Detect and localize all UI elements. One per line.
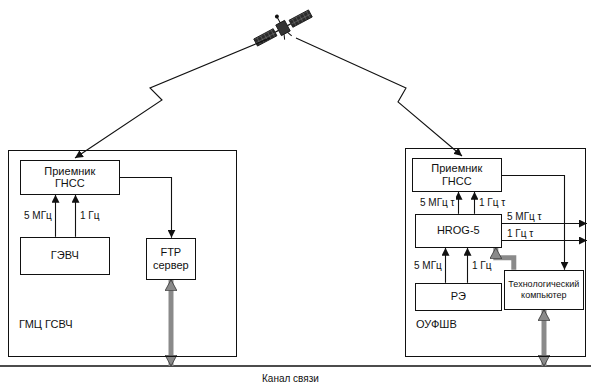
box-label: РЭ [451, 290, 466, 303]
channel-link [542, 310, 547, 366]
channel-line [0, 365, 591, 366]
reference-box: РЭ [415, 283, 502, 311]
receiver-box: Приемник ГНСС [20, 160, 120, 195]
signal-arrow [55, 195, 56, 237]
signal-label: 1 Гц [79, 210, 100, 221]
standard-box: ГЭВЧ [20, 237, 110, 275]
output-label: 1 Гц τ [506, 228, 534, 239]
output-line [502, 240, 587, 241]
signal-arrow [120, 178, 172, 238]
box-label: FTP сервер [149, 246, 193, 271]
radio-link [75, 38, 270, 158]
output-label: 5 МГц τ [506, 211, 543, 222]
box-label: ГЭВЧ [51, 249, 79, 262]
signal-arrow [474, 192, 475, 214]
signal-label: 1 Гц [471, 260, 492, 271]
station-frame: ГМЦ ГСВЧ Приемник ГНСС ГЭВЧ FTP сервер [8, 150, 237, 357]
box-label: Технологический компьютер [507, 279, 581, 300]
signal-label: 5 МГц [23, 210, 53, 221]
signal-label: 5 МГц [413, 260, 443, 271]
channel-link [169, 280, 174, 366]
signal-arrow [467, 248, 468, 283]
radio-link [296, 38, 462, 156]
box-label: Приемник ГНСС [39, 165, 101, 190]
data-link-arrow [496, 248, 514, 270]
satellite-illustration [249, 0, 316, 52]
clock-box: HROG-5 [415, 214, 502, 248]
output-line [502, 223, 587, 224]
computer-box: Технологический компьютер [504, 270, 584, 310]
signal-arrow [458, 192, 459, 214]
receiver-box: Приемник ГНСС [412, 158, 502, 192]
signal-label: 1 Гц τ [478, 197, 506, 208]
signal-label: 5 МГц τ [419, 197, 456, 208]
signal-arrow [75, 195, 76, 237]
signal-arrow [445, 248, 446, 283]
station-name: ГМЦ ГСВЧ [19, 318, 73, 330]
box-label: Приемник ГНСС [426, 162, 488, 187]
channel-label: Канал связи [261, 373, 320, 384]
station-frame: ОУФШВ Приемник ГНСС HROG-5РЭ Технологически… [405, 148, 586, 357]
box-label: HROG-5 [437, 224, 480, 237]
server-box: FTP сервер [146, 238, 196, 280]
station-name: ОУФШВ [416, 318, 457, 330]
